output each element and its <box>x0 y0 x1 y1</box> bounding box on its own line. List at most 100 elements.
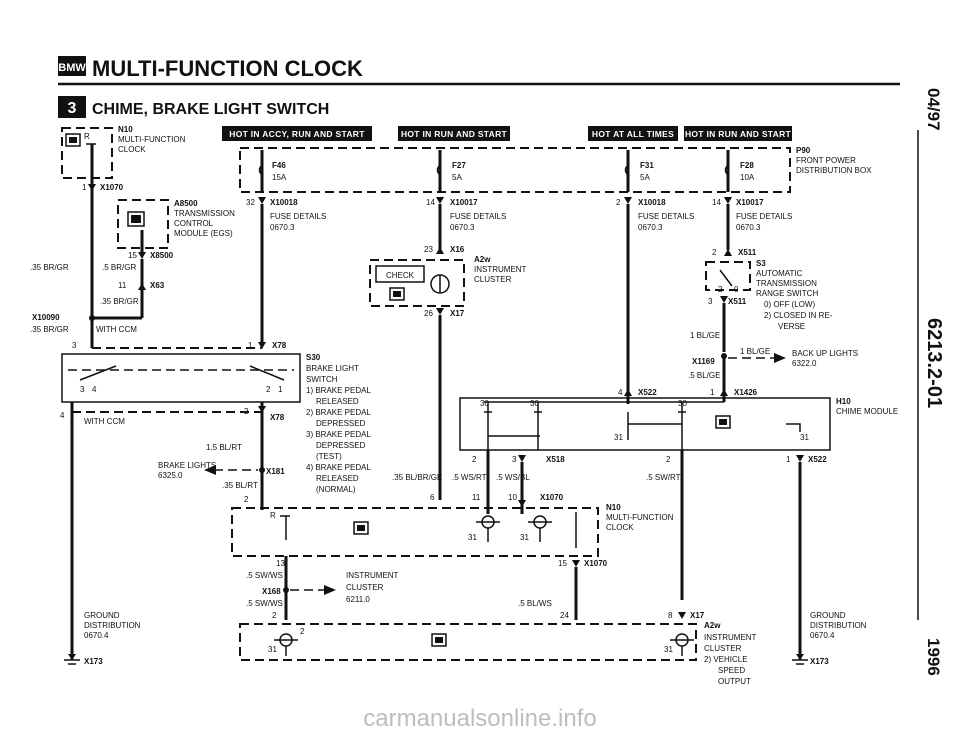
s30-state-4b: RELEASED <box>316 474 359 483</box>
h10-label: CHIME MODULE <box>836 407 898 416</box>
s3-pos-0: 0 <box>734 285 739 294</box>
bmw-logo-box <box>58 56 86 76</box>
a2w-pin-8: 8 <box>668 611 673 620</box>
x168-conn: X168 <box>262 587 281 596</box>
fuse-f31-rating: 5A <box>640 173 650 182</box>
x518-pin-2: 2 <box>472 455 477 464</box>
x522-pin-1: 1 <box>786 455 791 464</box>
s3-pos-2: 2 <box>718 285 723 294</box>
fuse-1-page: 0670.3 <box>270 223 295 232</box>
ground-right-label-3: 0670.4 <box>810 631 835 640</box>
with-ccm-lower: WITH CCM <box>84 417 125 426</box>
wire-5-swws-2: .5 SW/WS <box>246 599 283 608</box>
page-subtitle: CHIME, BRAKE LIGHT SWITCH <box>92 101 329 118</box>
a2w-bottom-label-5: OUTPUT <box>718 677 751 686</box>
a8500-pin: 15 <box>128 251 137 260</box>
side-labels: 04/97 6213.2-01 1996 <box>917 88 945 676</box>
wire-label-3: .35 BR/GR <box>100 297 139 306</box>
n10-pin-10: 10 <box>508 493 517 502</box>
x63-conn: X63 <box>150 281 165 290</box>
middle-wiring: .35 BL/BR/GE .5 WS/RT .5 WS/BL .5 SW/RT … <box>392 450 802 660</box>
lower-left-wiring: 4 WITH CCM 2 X78 1.5 BL/RT BRAKE LIGHTS … <box>60 402 285 660</box>
h10-ground-31b: 31 <box>800 433 809 442</box>
wire-5-blge: .5 BL/GE <box>688 371 720 380</box>
h10-pin-2-right: 2 <box>666 455 671 464</box>
s3-option-0: 0) OFF (LOW) <box>764 300 815 309</box>
wire-5-swws-1: .5 SW/WS <box>246 571 283 580</box>
x181-conn: X181 <box>266 467 285 476</box>
side-code: 6213.2-01 <box>923 318 945 408</box>
a2w-pin-24: 24 <box>560 611 569 620</box>
s30-state-4c: (NORMAL) <box>316 485 356 494</box>
s30-pin-4: 4 <box>92 385 97 394</box>
ground-left: GROUND DISTRIBUTION 0670.4 X173 <box>64 611 141 666</box>
fuse-2-details: FUSE DETAILS <box>450 212 506 221</box>
s30-label-1: BRAKE LIGHT <box>306 364 359 373</box>
s30-code: S30 <box>306 353 321 362</box>
wire-label-2: .5 BR/GR <box>102 263 136 272</box>
fuse-4-details: FUSE DETAILS <box>736 212 792 221</box>
x1426-pin-1: 1 <box>710 388 715 397</box>
a2w-bottom-pin-2: 2 <box>300 627 305 636</box>
s30-pin-1: 1 <box>278 385 283 394</box>
x78-pin-2: 2 <box>244 407 249 416</box>
backup-lights-page: 6322.0 <box>792 359 817 368</box>
x16-conn: X16 <box>450 245 465 254</box>
a8500-label-1: TRANSMISSION <box>174 209 235 218</box>
ground-right-conn: X173 <box>810 657 829 666</box>
n10-top-module: R N10 MULTI-FUNCTION CLOCK 1 X1070 <box>61 125 186 192</box>
fuse-3-pin: 2 <box>616 198 621 207</box>
wire-1-5-blrt: 1.5 BL/RT <box>206 443 242 452</box>
x10090-conn: X10090 <box>32 313 60 322</box>
x16-pin: 23 <box>424 245 433 254</box>
fuse-f46-rating: 15A <box>272 173 287 182</box>
ground-left-conn: X173 <box>84 657 103 666</box>
n10-top-label-2: CLOCK <box>118 145 146 154</box>
fuse-3-conn: X10018 <box>638 198 666 207</box>
fuse-f46: F46 <box>272 161 286 170</box>
wire-label-4: .35 BR/GR <box>30 325 69 334</box>
fuse-3-page: 0670.3 <box>638 223 663 232</box>
wire-bl-br-ge: .35 BL/BR/GE <box>392 473 442 482</box>
n10-ground-31b: 31 <box>520 533 529 542</box>
n10-pin-2: 2 <box>244 495 249 504</box>
x511-conn-top: X511 <box>738 248 757 257</box>
left-pin-3: 3 <box>72 341 77 350</box>
h10-ground-31a: 31 <box>614 433 623 442</box>
s30-pin-2: 2 <box>266 385 271 394</box>
n10-top-pin: 1 <box>82 183 87 192</box>
wire-35-blrt: .35 BL/RT <box>222 481 258 490</box>
s3-option-2: 2) CLOSED IN RE- <box>764 311 833 320</box>
cluster-page: 6211.0 <box>346 595 370 604</box>
n10-top-label-1: MULTI-FUNCTION <box>118 135 186 144</box>
fuse-f27: F27 <box>452 161 466 170</box>
fuse-f27-rating: 5A <box>452 173 462 182</box>
instrument-cluster-label: INSTRUMENT <box>346 571 399 580</box>
x518-pin-3: 3 <box>512 455 517 464</box>
s30-brake-light-switch: 3 4 2 1 S30 BRAKE LIGHT SWITCH 1) BRAKE … <box>61 353 371 494</box>
pin-4-left: 4 <box>60 411 65 420</box>
x522-pin-4: 4 <box>618 388 623 397</box>
backup-lights-label: BACK UP LIGHTS <box>792 349 858 358</box>
s30-state-3b: DEPRESSED <box>316 441 366 450</box>
wire-5-wsbl: .5 WS/BL <box>496 473 530 482</box>
wire-5-wsrt: .5 WS/RT <box>452 473 487 482</box>
n10-top-conn: X1070 <box>100 183 124 192</box>
x78-pin-1: 1 <box>248 341 253 350</box>
s3-label-2: TRANSMISSION <box>756 279 817 288</box>
wire-label-1: .35 BR/GR <box>30 263 69 272</box>
x78-conn-bottom: X78 <box>270 413 285 422</box>
p90-code: P90 <box>796 146 811 155</box>
n10-bottom-label-1: MULTI-FUNCTION <box>606 513 674 522</box>
x78-conn-top: X78 <box>272 341 287 350</box>
ground-left-label-1: GROUND <box>84 611 120 620</box>
ground-right-label-1: GROUND <box>810 611 846 620</box>
section-number: 3 <box>68 100 77 117</box>
fuse-box-p90: F46 15A F27 5A F31 5A F28 10A P90 FRONT … <box>239 146 872 193</box>
n10-bottom-module: R 31 31 N10 MULTI-FUNCTION CLOCK 13 15 X… <box>231 503 674 568</box>
fuse-4-page: 0670.3 <box>736 223 761 232</box>
a2w-instrument-cluster-top: 23 X16 CHECK A2w INSTRUMENT CLUSTER 26 X… <box>369 204 527 500</box>
p90-label-2: DISTRIBUTION BOX <box>796 166 872 175</box>
wire-5-swrt: .5 SW/RT <box>646 473 681 482</box>
h10-term-30a: 30 <box>480 399 489 408</box>
